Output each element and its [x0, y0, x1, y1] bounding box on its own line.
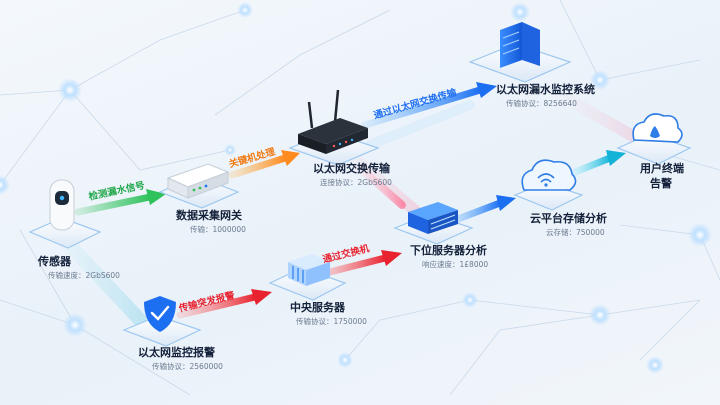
alarm-subtitle: 传输协议：2560000: [152, 362, 223, 371]
system-title: 以太网漏水监控系统: [496, 83, 595, 96]
building-server-icon: [288, 254, 330, 286]
switch-node[interactable]: [288, 89, 380, 166]
arrow-to-user: [571, 150, 626, 176]
cloud-wifi-icon: [521, 159, 577, 191]
cloud-alert-icon: [632, 113, 683, 143]
central-subtitle: 传输协议：1750000: [296, 317, 367, 326]
arrow-eth: [361, 82, 497, 129]
alarm-title: 以太网监控报警: [138, 346, 215, 359]
server-rack-icon: [500, 22, 540, 68]
arrow-alarm: [176, 289, 272, 319]
alarm-node[interactable]: [122, 296, 202, 347]
edge-server-node[interactable]: [393, 202, 474, 245]
system-node[interactable]: [468, 22, 572, 83]
central-server-node[interactable]: [268, 254, 347, 301]
gateway-title: 数据采集网关: [176, 209, 242, 222]
system-subtitle: 传输协议：8256640: [506, 99, 577, 108]
edge-server-icon: [408, 202, 458, 234]
arrow-switch-down: [356, 164, 406, 209]
central-title: 中央服务器: [290, 301, 345, 314]
edge-title: 下位服务器分析: [410, 244, 487, 257]
gateway-subtitle: 传输：1000000: [190, 225, 246, 234]
sensor-title: 传感器: [38, 255, 71, 268]
arrow-offline: [228, 150, 300, 179]
cloud-subtitle: 云存储：750000: [546, 228, 605, 237]
switch-title: 以太网交换传输: [313, 162, 390, 175]
router-device-icon: [298, 89, 368, 154]
user-title: 用户终端: [640, 162, 684, 175]
sensor-node[interactable]: [28, 179, 102, 249]
user-title-2: 告警: [650, 177, 672, 190]
edge-subtitle: 响应速度：1£8000: [422, 260, 489, 269]
user-node[interactable]: [616, 113, 692, 165]
gateway-node[interactable]: [158, 163, 240, 209]
cloud-node[interactable]: [513, 159, 584, 211]
arrow-to-cloud: [446, 195, 516, 226]
switch-subtitle: 连接协议：2GbS600: [320, 178, 392, 187]
sensor-subtitle: 传输速度：2GbS600: [48, 271, 120, 280]
shield-check-icon: [144, 296, 176, 332]
gateway-device-icon: [166, 163, 230, 199]
cloud-title: 云平台存储分析: [530, 212, 607, 225]
background-nodes: [0, 2, 712, 374]
